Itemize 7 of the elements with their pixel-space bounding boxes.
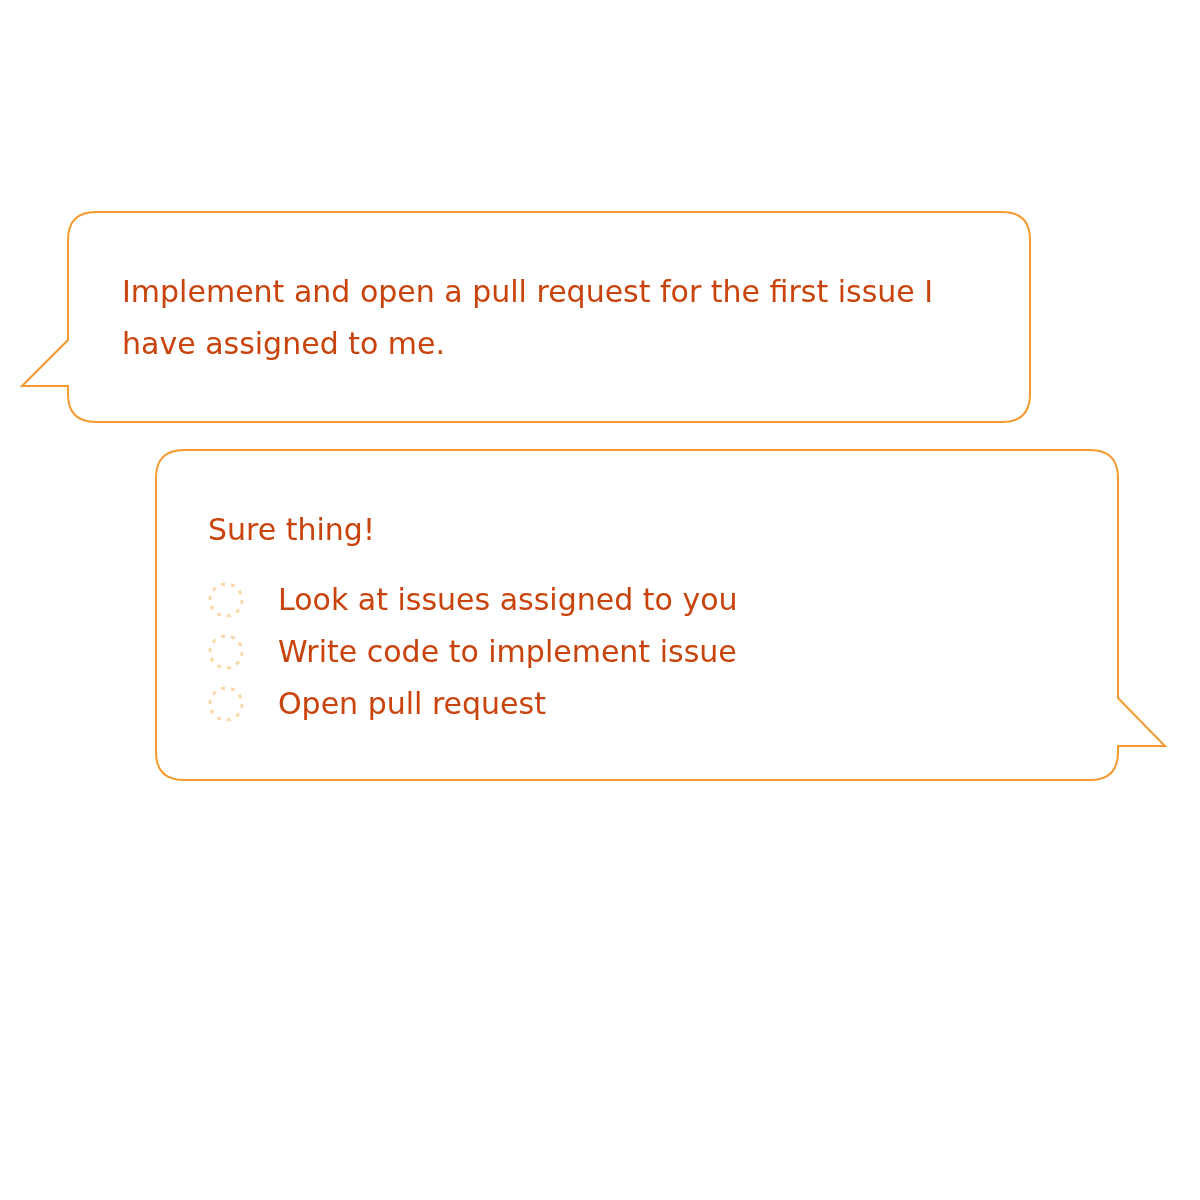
task-item: Write code to implement issue	[278, 633, 737, 671]
task-item: Look at issues assigned to you	[278, 581, 738, 619]
message-text: Implement and open a pull request for the first issue I have assigned to me.	[122, 273, 935, 363]
message-heading: Sure thing!	[208, 511, 375, 549]
task-item: Open pull request	[278, 685, 546, 723]
speech-bubble	[154, 448, 1168, 782]
speech-bubble	[20, 210, 1032, 424]
